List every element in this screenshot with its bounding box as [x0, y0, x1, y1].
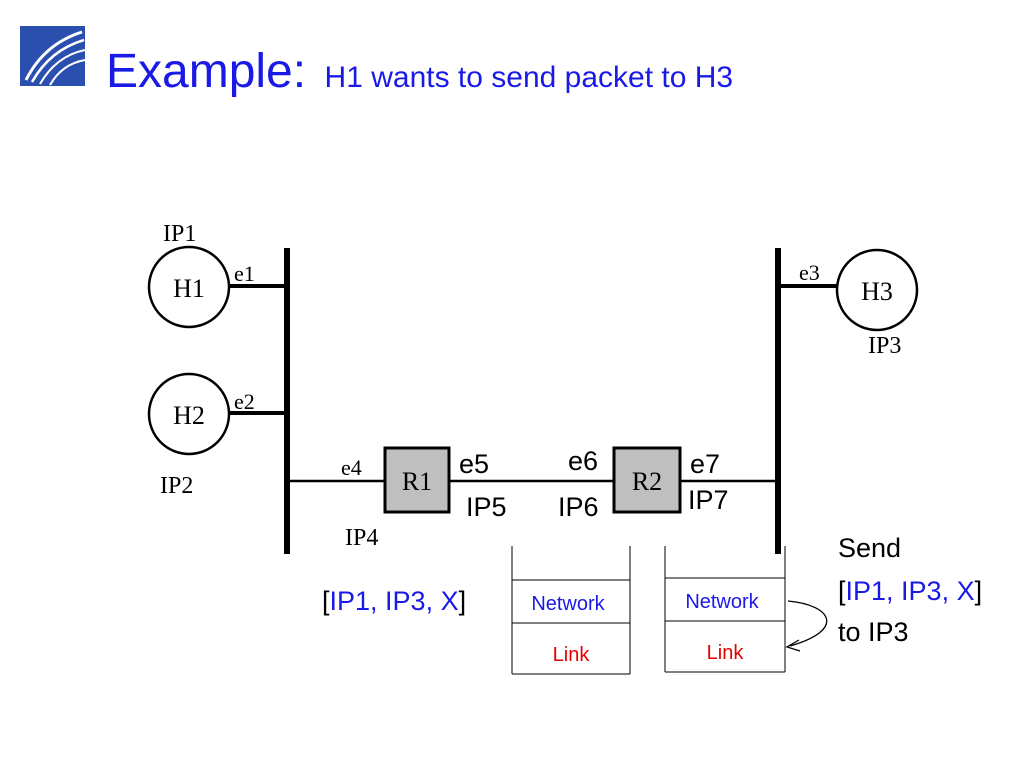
left-network-layer: Network	[531, 593, 605, 615]
h2-ip: IP2	[160, 473, 193, 499]
e4-label: e4	[341, 455, 362, 480]
title-sub: H1 wants to send packet to H3	[325, 61, 734, 94]
left-link-layer: Link	[553, 644, 591, 666]
swoosh-logo-icon	[20, 26, 86, 86]
packet-left: [IP1, IP3, X]	[322, 586, 466, 616]
left-protocol-stack	[511, 546, 631, 675]
page-title: Example: H1 wants to send packet to H3	[106, 45, 733, 98]
e5-label: e5	[459, 449, 489, 479]
down-stack-arrow	[787, 600, 828, 647]
send-note-packet: [IP1, IP3, X]	[838, 576, 982, 606]
host-h3	[835, 248, 919, 332]
ip7-label: IP7	[688, 485, 729, 515]
e7-label: e7	[690, 449, 720, 479]
ip5-label: IP5	[466, 492, 507, 522]
e6-label: e6	[568, 446, 598, 476]
send-note-line3: to IP3	[838, 617, 909, 647]
e3-label: e3	[799, 260, 820, 285]
h1-label: H1	[173, 274, 205, 303]
right-link-layer: Link	[707, 642, 745, 664]
host-h1	[147, 245, 231, 329]
router-r2	[612, 446, 682, 514]
title-main: Example:	[106, 45, 306, 98]
r1-label: R1	[402, 467, 432, 496]
h2-label: H2	[173, 401, 205, 430]
host-h2	[147, 372, 231, 456]
ip4-label: IP4	[345, 525, 378, 551]
ip6-label: IP6	[558, 492, 599, 522]
right-protocol-stack	[664, 546, 786, 673]
send-note-line1: Send	[838, 533, 901, 563]
arrowhead-icon	[785, 639, 801, 652]
e2-label: e2	[234, 389, 255, 414]
right-network-layer: Network	[685, 591, 759, 613]
r2-label: R2	[632, 467, 662, 496]
h1-ip: IP1	[163, 221, 196, 247]
router-r1	[383, 446, 451, 514]
h3-ip: IP3	[868, 333, 901, 359]
h3-label: H3	[861, 277, 893, 306]
e1-label: e1	[234, 261, 255, 286]
